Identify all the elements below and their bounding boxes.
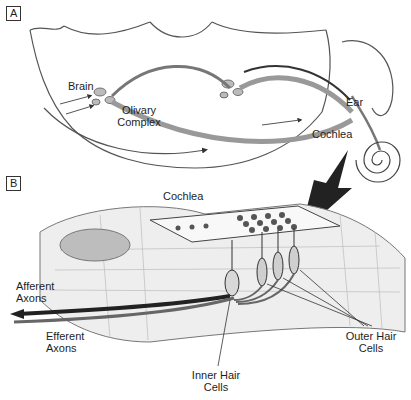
part-label: Olivary Complex	[108, 104, 170, 128]
panel-letter-text: B	[10, 177, 17, 190]
part-label: Afferent Axons	[16, 280, 78, 304]
part-label: Outer Hair Cells	[340, 330, 402, 354]
part-label: Cochlea	[163, 190, 203, 202]
panel-letter: A	[6, 6, 21, 21]
panel-letter: B	[6, 176, 21, 191]
part-label: Cochlea	[312, 128, 352, 140]
part-label: Brain	[68, 80, 94, 92]
nerve-pathways	[44, 66, 352, 153]
part-label: Efferent Axons	[46, 330, 108, 354]
axons	[10, 274, 294, 322]
cochlear-duct	[40, 204, 405, 342]
part-label: Inner Hair Cells	[180, 369, 252, 393]
leader-lines	[218, 270, 372, 366]
panel-letter-text: A	[10, 7, 17, 20]
part-label: Ear	[346, 96, 363, 108]
brain-outline	[30, 22, 330, 168]
ear	[342, 41, 400, 182]
hair-cells	[225, 228, 299, 296]
